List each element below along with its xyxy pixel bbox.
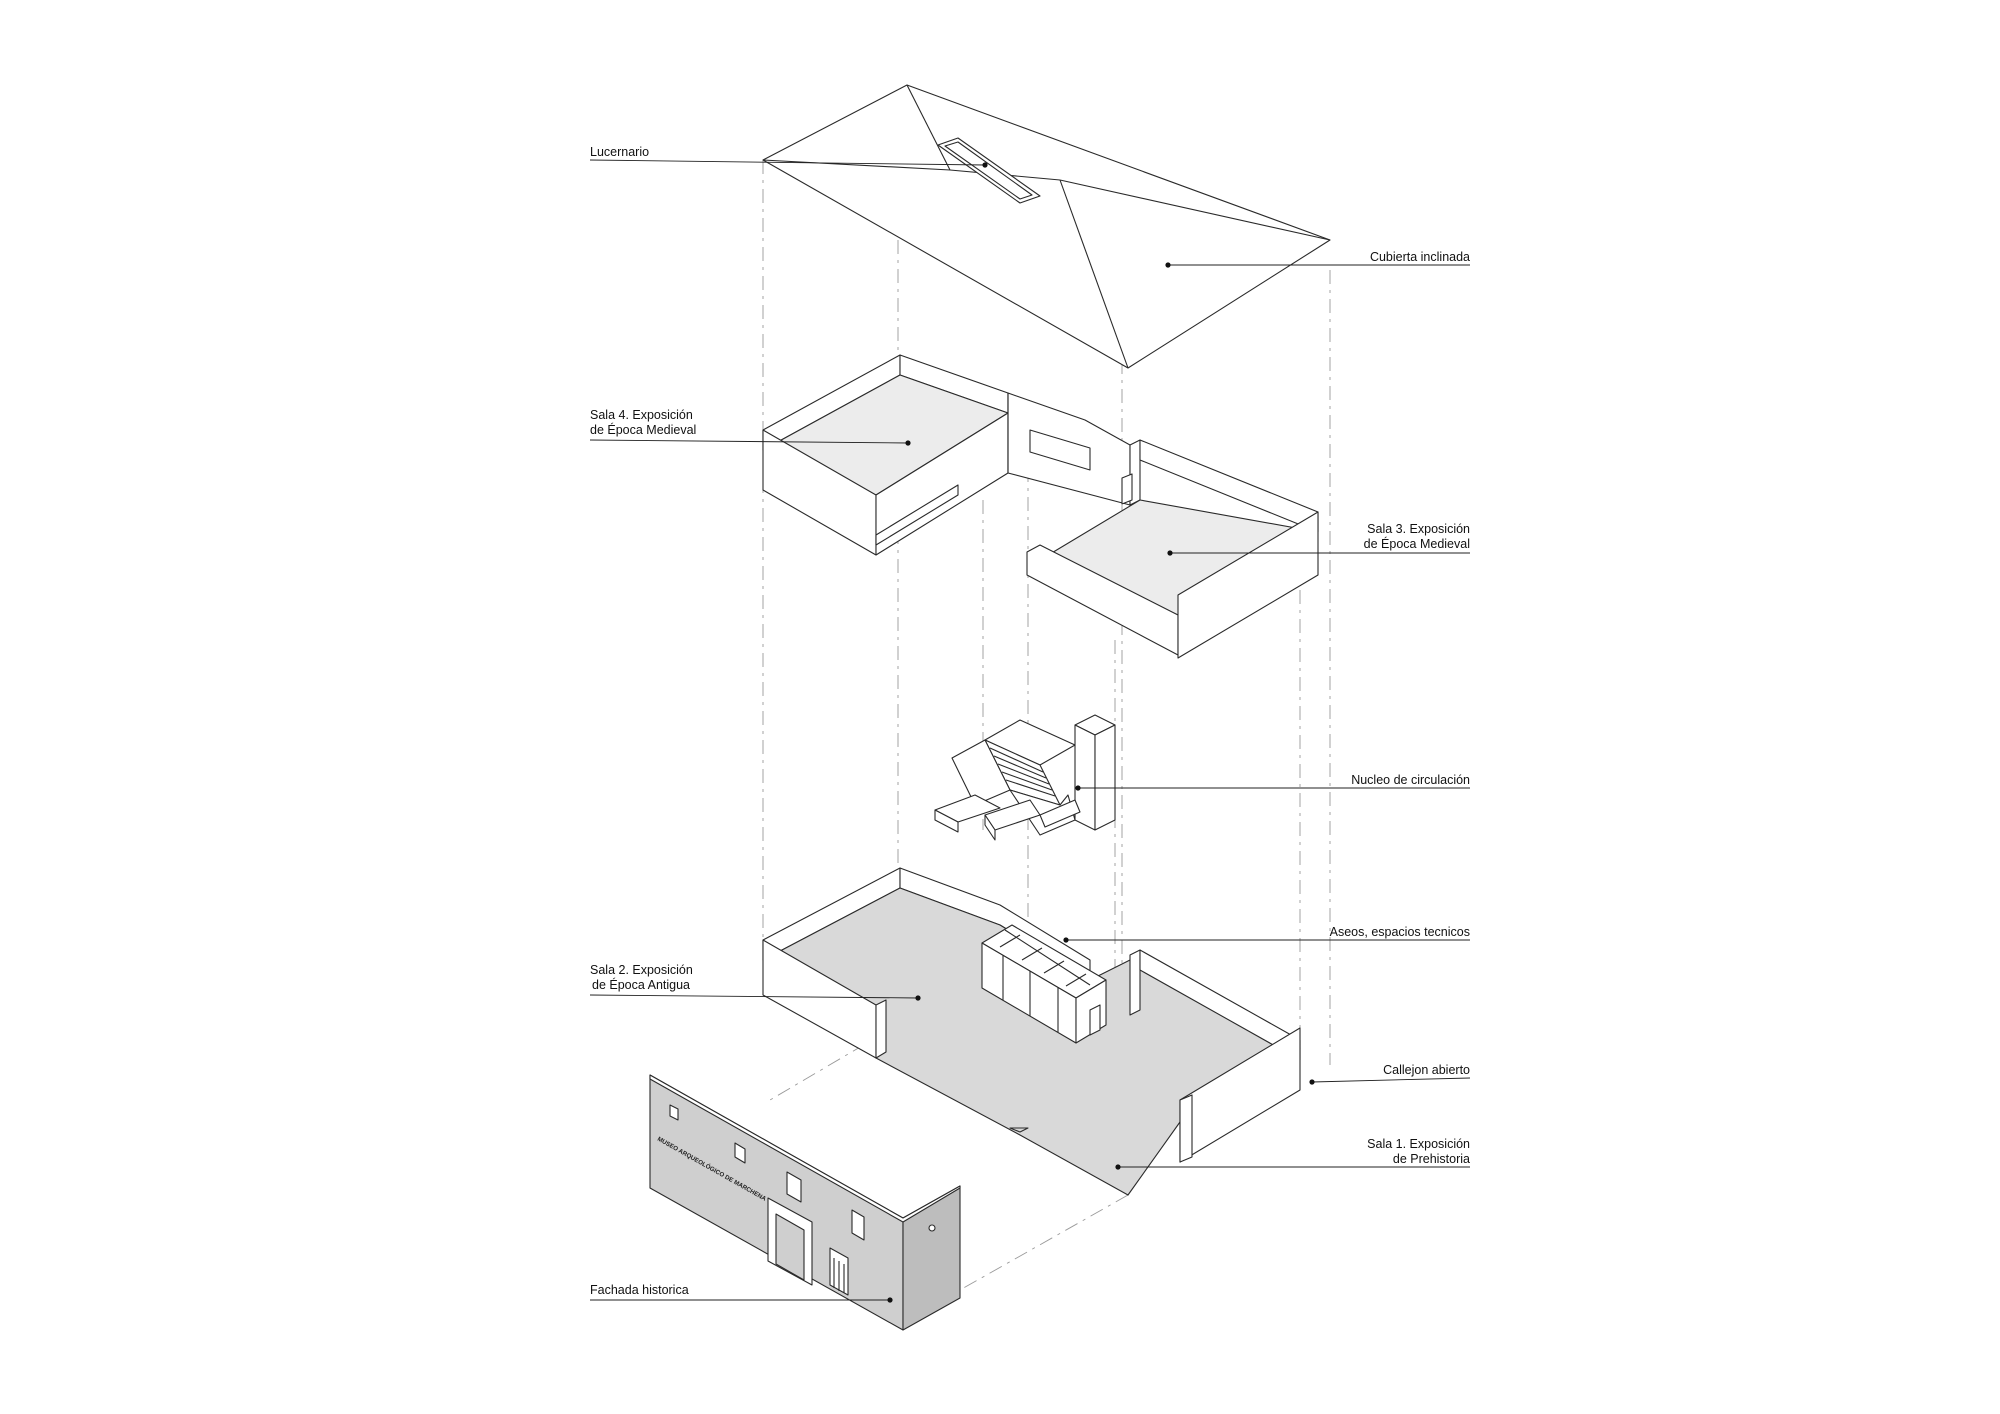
- sala-connector-wall: [1007, 392, 1131, 506]
- label-lucernario-text: Lucernario: [590, 145, 650, 159]
- label-sala-3-line2: de Época Medieval: [1363, 537, 1470, 551]
- label-sala-1-line1: Sala 1. Exposición: [1367, 1137, 1470, 1151]
- sala-4-room: [762, 354, 1009, 556]
- stair-treads: [989, 747, 1056, 797]
- label-cubierta: Cubierta inclinada: [1330, 250, 1470, 265]
- circulation-core: [934, 714, 1116, 841]
- label-sala-3-line1: Sala 3. Exposición: [1367, 522, 1470, 536]
- label-sala-3: Sala 3. Exposición de Época Medieval: [1330, 522, 1470, 552]
- leader-lines: [589, 159, 1471, 1303]
- label-sala-1: Sala 1. Exposición de Prehistoria: [1330, 1137, 1470, 1167]
- label-nucleo: Nucleo de circulación: [1300, 773, 1470, 788]
- label-sala-1-line2: de Prehistoria: [1392, 1152, 1470, 1166]
- skylight: [937, 137, 1041, 204]
- aseos-block: [981, 924, 1107, 1044]
- label-sala-4-line1: Sala 4. Exposición: [590, 408, 693, 422]
- label-sala-2: Sala 2. Exposición de Época Antigua: [590, 963, 693, 993]
- roof: [762, 84, 1331, 369]
- label-aseos-text: Aseos, espacios tecnicos: [1329, 925, 1470, 939]
- label-lucernario: Lucernario: [590, 145, 649, 160]
- label-sala-4: Sala 4. Exposición de Época Medieval: [590, 408, 697, 438]
- ground-floor: [762, 867, 1301, 1196]
- historic-facade: [649, 1074, 961, 1331]
- label-aseos: Aseos, espacios tecnicos: [1280, 925, 1470, 940]
- label-fachada-text: Fachada historica: [590, 1283, 689, 1297]
- label-sala-4-line2: de Época Medieval: [590, 423, 697, 437]
- label-callejon: Callejon abierto: [1330, 1063, 1470, 1078]
- sala-3-room: [1026, 439, 1319, 659]
- label-sala-2-line2: de Época Antigua: [592, 978, 690, 992]
- label-sala-2-line1: Sala 2. Exposición: [590, 963, 693, 977]
- label-nucleo-text: Nucleo de circulación: [1351, 773, 1470, 787]
- label-cubierta-text: Cubierta inclinada: [1369, 250, 1470, 264]
- label-callejon-text: Callejon abierto: [1383, 1063, 1470, 1077]
- label-fachada: Fachada historica: [590, 1283, 689, 1298]
